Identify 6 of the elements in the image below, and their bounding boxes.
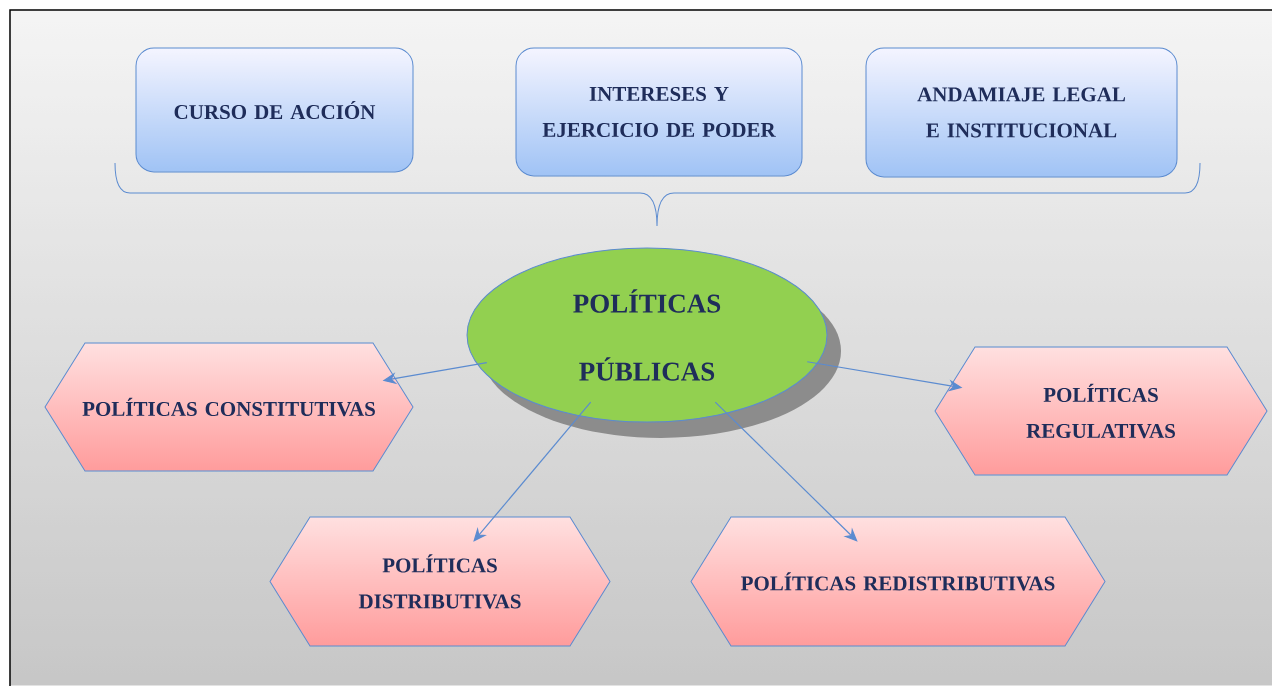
- rounded-box: CURSO DE ACCIÓN: [135, 47, 414, 173]
- rounded-box: ANDAMIAJE LEGAL E INSTITUCIONAL: [865, 47, 1178, 178]
- hexagon: POLÍTICAS REDISTRIBUTIVAS: [690, 516, 1106, 647]
- arrow: [473, 401, 592, 542]
- rounded-box: INTERESES Y EJERCICIO DE PODER: [515, 47, 803, 177]
- arrow: [714, 401, 858, 542]
